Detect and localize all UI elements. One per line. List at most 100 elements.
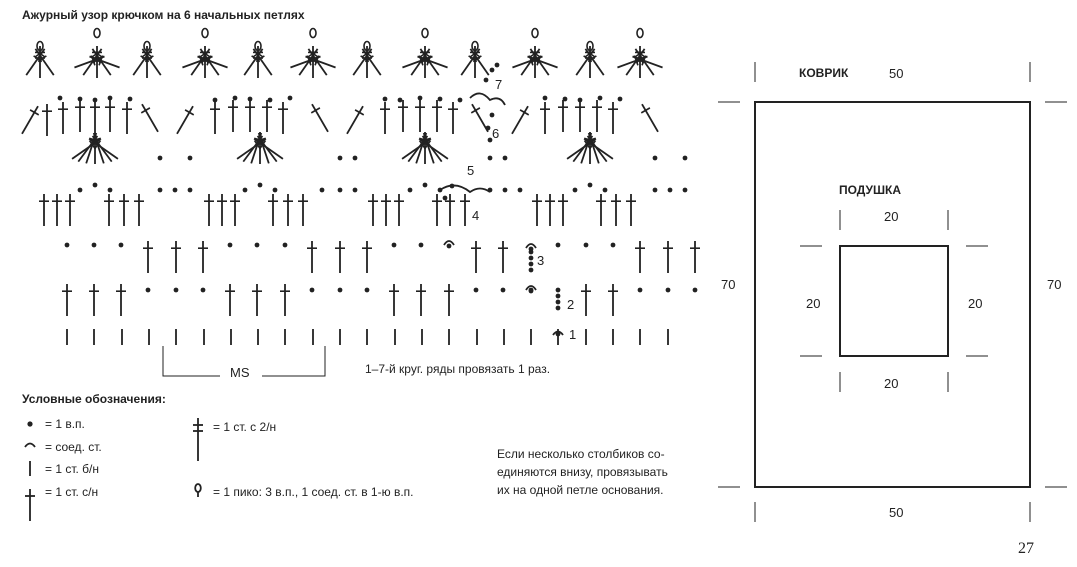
treble-crochet-bar	[641, 55, 647, 66]
ms-label: MS	[230, 365, 250, 380]
double-crochet-mark	[586, 139, 614, 160]
chain-stitch-mark	[652, 155, 658, 161]
slip-stitch-mark	[525, 285, 537, 291]
chain-stitch-mark	[555, 331, 561, 337]
double-crochet-mark	[92, 132, 105, 164]
picot-mark	[143, 40, 151, 52]
rug-width-bottom: 50	[889, 505, 904, 520]
pillow-right: 20	[968, 296, 983, 311]
double-crochet-mark	[422, 132, 435, 164]
treble-crochet-bar	[307, 50, 317, 58]
chain-stitch-mark	[449, 183, 455, 189]
treble-crochet-bar	[634, 50, 644, 58]
double-crochet-bar	[259, 140, 267, 150]
slip-stitch-mark	[552, 330, 564, 336]
chain-stitch-mark	[489, 67, 495, 73]
chain-stitch-mark	[692, 287, 698, 293]
chain-stitch-mark	[637, 287, 643, 293]
chain-stitch-mark	[542, 95, 548, 101]
slip-stitch-mark	[443, 240, 455, 246]
repeat-note: 1–7-й круг. ряды провязать 1 раз.	[365, 362, 551, 376]
treble-crochet-bar	[309, 53, 314, 64]
double-crochet-mark	[471, 103, 489, 133]
treble-crochet-bar	[636, 53, 641, 64]
double-crochet-bar	[640, 107, 651, 114]
chain-stitch-icon	[27, 421, 33, 427]
picot-mark	[531, 27, 539, 39]
treble-crochet-bar	[314, 55, 320, 66]
chain-stitch-mark	[555, 287, 561, 293]
chain-stitch-mark	[417, 95, 423, 101]
row-number-1: 1	[569, 327, 577, 342]
pillow-top: 20	[884, 209, 899, 224]
double-crochet-bar	[140, 107, 151, 114]
legend-single-text: = 1 ст. б/н	[45, 462, 100, 476]
chart-title: Ажурный узор крючком на 6 начальных петл…	[22, 8, 305, 22]
treble-crochet-bar	[529, 50, 539, 58]
chain-stitch-mark	[610, 242, 616, 248]
treble-crochet-bar	[421, 53, 426, 64]
chain-stitch-mark	[187, 155, 193, 161]
treble-crochet-mark	[307, 48, 328, 76]
chain-stitch-mark	[667, 187, 673, 193]
double-crochet-bar	[587, 138, 597, 146]
double-crochet-bar	[589, 140, 597, 150]
double-crochet-mark	[91, 139, 119, 160]
chain-stitch-mark	[57, 95, 63, 101]
chain-stitch-mark	[282, 242, 288, 248]
chain-stitch-mark	[254, 242, 260, 248]
treble-crochet-mark	[469, 48, 490, 76]
chain-stitch-mark	[352, 155, 358, 161]
treble-crochet-mark	[632, 55, 663, 69]
treble-crochet-mark	[252, 48, 273, 76]
treble-crochet-bar	[91, 50, 101, 58]
chain-stitch-mark	[107, 187, 113, 193]
chain-stitch-mark	[382, 96, 388, 102]
double-crochet-mark	[257, 132, 270, 164]
treble-crochet-bar	[531, 53, 536, 64]
picot-mark	[636, 27, 644, 39]
chain-stitch-mark	[173, 287, 179, 293]
chain-stitch-mark	[446, 243, 452, 249]
treble-crochet-bar	[199, 50, 209, 58]
chain-stitch-mark	[555, 242, 561, 248]
legend-treble-text: = 1 ст. с 2/н	[213, 420, 277, 434]
chain-stitch-mark	[242, 187, 248, 193]
treble-crochet-bar	[536, 55, 542, 66]
chain-stitch-mark	[418, 242, 424, 248]
treble-crochet-mark	[584, 48, 605, 76]
treble-crochet-mark	[141, 48, 162, 76]
treble-crochet-bar	[201, 53, 206, 64]
chain-stitch-mark	[227, 242, 233, 248]
chain-stitch-mark	[528, 255, 534, 261]
treble-crochet-bar	[587, 55, 597, 63]
chain-stitch-mark	[77, 96, 83, 102]
chain-stitch-mark	[485, 125, 491, 131]
treble-crochet-mark	[527, 55, 558, 69]
chain-stitch-mark	[528, 249, 534, 255]
treble-crochet-bar	[37, 55, 47, 63]
double-crochet-bar	[94, 140, 102, 150]
picot-icon	[194, 483, 202, 497]
treble-crochet-bar	[252, 50, 262, 58]
double-crochet-mark	[256, 139, 284, 160]
double-crochet-bar	[470, 107, 481, 114]
chain-stitch-mark	[107, 95, 113, 101]
double-crochet-bar	[257, 138, 267, 146]
double-crochet-icon	[25, 489, 35, 521]
chain-stitch-mark	[157, 187, 163, 193]
row-number-7: 7	[495, 77, 503, 92]
chain-stitch-mark	[77, 187, 83, 193]
chain-stitch-mark	[437, 96, 443, 102]
treble-crochet-bar	[144, 55, 154, 63]
rug-width-top: 50	[889, 66, 904, 81]
double-crochet-mark	[21, 105, 39, 135]
chain-stitch-mark	[489, 112, 495, 118]
picot-mark	[309, 27, 317, 39]
chain-stitch-mark	[555, 299, 561, 305]
picot-mark	[93, 27, 101, 39]
row-number-4: 4	[472, 208, 480, 223]
chain-stitch-mark	[587, 182, 593, 188]
legend-picot-text: = 1 пико: 3 в.п., 1 соед. ст. в 1-ю в.п.	[213, 485, 414, 499]
